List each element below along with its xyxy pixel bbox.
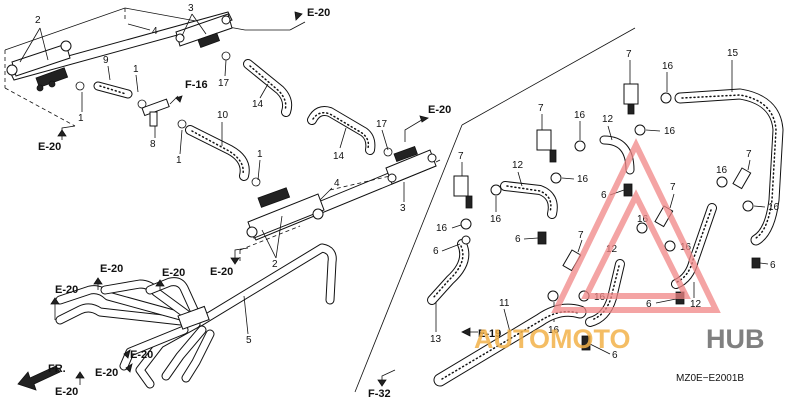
- ref-e20: E-20: [100, 263, 123, 275]
- callout-7: 7: [538, 103, 544, 114]
- callout-4: 4: [334, 178, 340, 189]
- ref-e20: E-20: [307, 7, 330, 19]
- front-direction-arrow: FR.: [17, 363, 66, 391]
- callout-14: 14: [333, 151, 345, 162]
- lower-joint-assembly: [239, 145, 441, 262]
- callout-16: 16: [577, 174, 589, 185]
- watermark-word-auto: AUTOMOTO: [474, 324, 631, 354]
- callout-11: 11: [499, 298, 510, 309]
- ref-e20: E-20: [130, 349, 153, 361]
- section-divider-line: [354, 124, 463, 393]
- callout-14: 14: [252, 99, 264, 110]
- callout-16: 16: [768, 202, 780, 213]
- callout-6: 6: [433, 246, 439, 257]
- automotohub-watermark: AUTOMOTO HUB: [474, 138, 765, 354]
- callout-7: 7: [626, 49, 632, 60]
- callout-7: 7: [578, 230, 584, 241]
- ref-e20: E-20: [55, 284, 78, 296]
- callout-16: 16: [490, 214, 502, 225]
- callout-17: 17: [376, 119, 388, 130]
- callout-12: 12: [512, 160, 524, 171]
- ref-e20: E-20: [38, 141, 61, 153]
- callout-6: 6: [515, 234, 521, 245]
- callout-4: 4: [152, 26, 158, 37]
- callout-16: 16: [716, 165, 728, 176]
- ref-e20: E-20: [428, 104, 451, 116]
- callout-3: 3: [400, 203, 406, 214]
- callout-1: 1: [176, 155, 182, 166]
- ref-e20: E-20: [162, 267, 185, 279]
- callout-16: 16: [662, 61, 674, 72]
- callout-16: 16: [637, 214, 649, 225]
- callout-16: 16: [436, 223, 448, 234]
- callout-13: 13: [430, 334, 442, 345]
- callout-7: 7: [458, 151, 464, 162]
- callout-6: 6: [646, 299, 652, 310]
- callout-12: 12: [602, 114, 614, 125]
- watermark-triangle-icon: [551, 138, 721, 313]
- callout-16: 16: [664, 126, 676, 137]
- ref-f32: F-32: [368, 388, 391, 400]
- front-label: FR.: [48, 363, 66, 375]
- callout-1: 1: [257, 149, 263, 160]
- callout-9: 9: [103, 55, 109, 66]
- callout-2: 2: [35, 15, 41, 26]
- callout-1: 1: [133, 64, 139, 75]
- callout-5: 5: [246, 335, 252, 346]
- t-joint-8: [137, 98, 187, 129]
- ref-f16: F-16: [185, 79, 208, 91]
- section-divider-line-upper: [461, 27, 636, 126]
- diagram-code: MZ0E−E2001B: [676, 373, 744, 384]
- ref-e20: E-20: [95, 367, 118, 379]
- hose-bundle-5: [55, 243, 337, 389]
- callout-7: 7: [746, 149, 752, 160]
- callout-8: 8: [150, 139, 156, 150]
- upper-joint-assembly: [4, 7, 306, 127]
- watermark-inner-triangle-icon: [581, 189, 691, 299]
- callout-6: 6: [770, 260, 776, 271]
- callout-6: 6: [601, 190, 607, 201]
- callout-16: 16: [548, 325, 560, 336]
- callout-6: 6: [612, 350, 618, 361]
- callout-16: 16: [574, 110, 586, 121]
- callout-17: 17: [218, 78, 230, 89]
- ref-e20: E-20: [210, 266, 233, 278]
- callout-15: 15: [727, 48, 739, 59]
- callout-3: 3: [188, 3, 194, 14]
- ref-e19: E-19: [478, 328, 501, 340]
- callout-1: 1: [78, 113, 84, 124]
- callout-10: 10: [217, 110, 229, 121]
- callout-2: 2: [272, 259, 278, 270]
- callout-12: 12: [690, 299, 702, 310]
- callout-7: 7: [670, 182, 676, 193]
- ref-e20: E-20: [55, 386, 78, 398]
- watermark-word-hub: HUB: [706, 324, 765, 354]
